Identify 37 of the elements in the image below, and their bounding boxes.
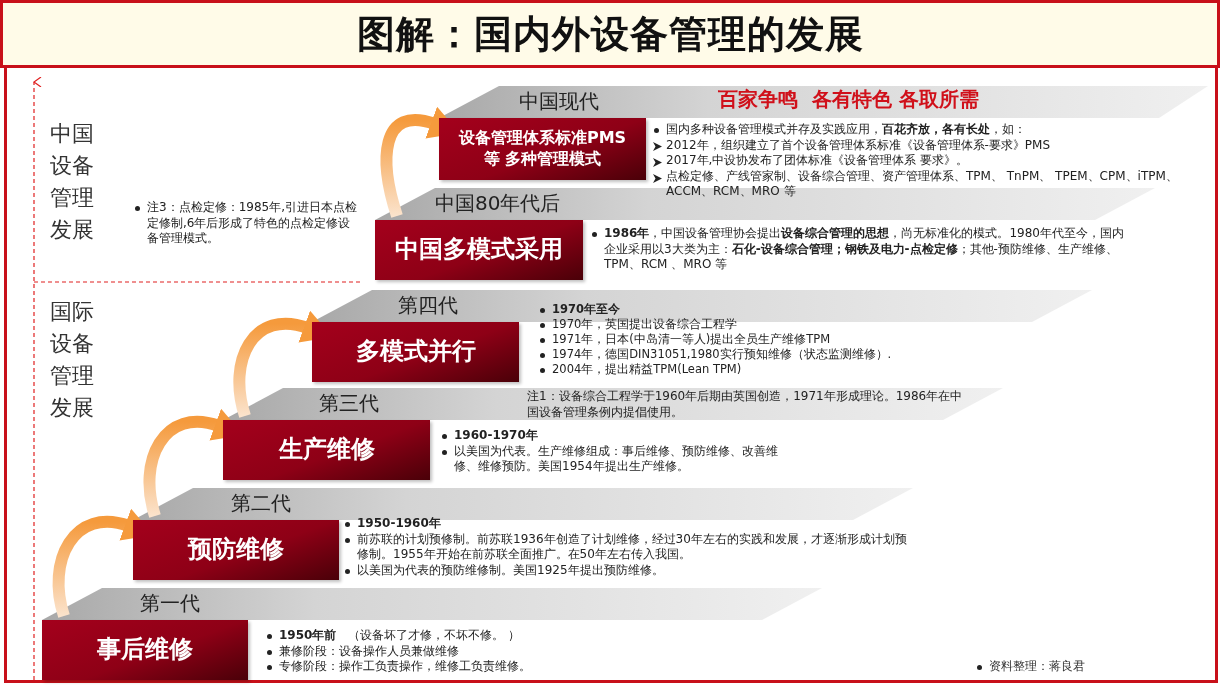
step-box: 设备管理体系标准PMS 等 多种管理模式 [439,118,646,180]
bullet-text: 兼修阶段：设备操作人员兼做维修 [279,643,459,658]
step-box: 生产维修 [223,420,430,480]
bullet-text: 点检定修、产线管家制、设备综合管理、资产管理体系、TPM、 TnPM、 TPEM、CPM、iTPM、ACCM、RCM、MRO 等 [666,168,1178,199]
bullet-text: 以美国为代表的预防维修制。美国1925年提出预防维修。 [357,562,664,577]
bullet-text: 前苏联的计划预修制。前苏联1936年创造了计划维修，经过30年左右的实践和发展，才逐渐形成计划预修制。1955年开始在前苏联全面推广。在50年左右传入我国。 [357,531,907,562]
bullet-text: 2004年，提出精益TPM(Lean TPM) [552,361,742,376]
bullet-text: 1950年前 （设备坏了才修，不坏不修。 ） [279,628,521,642]
slogan: 百家争鸣 各有特色 各取所需 [718,86,980,113]
bullet-text: 2012年，组织建立了首个设备管理体系标准《设备管理体系-要求》PMS [666,137,1051,152]
note-text: 注1：设备综合工程学于1960年后期由英国创造，1971年形成理论。1986年在中国设备管理条例内提倡使用。 [527,388,964,421]
bullet-text: 2017年,中设协发布了团体标准《设备管理体系 要求》。 [666,153,969,168]
bullet-text: 1970年，英国提出设备综合工程学 [552,316,738,331]
step-box: 多模式并行 [312,322,519,382]
step-heading: 第二代 [231,490,291,517]
bullet-text: 1950-1960年 [357,516,441,530]
side-label: 中国设备管理发展 [50,120,94,244]
step-heading: 第三代 [319,390,379,417]
bullet-text: 国内多种设备管理模式并存及实践应用，百花齐放，各有长处，如： [666,122,1026,136]
step-box: 预防维修 [133,520,339,580]
bullet-text: 1974年，德国DIN31051,1980实行预知维修（状态监测维修）. [552,346,892,361]
side-label: 国际设备管理发展 [50,298,94,422]
bullet-text: 1960-1970年 [454,428,538,442]
step-box: 事后维修 [42,620,248,680]
step-box: 中国多模式采用 [375,220,583,280]
title: 图解：国内外设备管理的发展 [356,10,864,58]
step-heading: 中国80年代后 [435,190,561,217]
step-heading: 第一代 [140,590,200,617]
note-text: 资料整理：蒋良君 [989,659,1085,673]
step-heading: 中国现代 [519,88,599,115]
bullet-text: 以美国为代表。生产维修组成：事后维修、预防维修、改善维修、维修预防。美国1954年提出生产维修。 [454,443,778,474]
bullet-text: 专修阶段：操作工负责操作，维修工负责维修。 [279,659,531,674]
note-text: 注3：点检定修：1985年,引进日本点检定修制,6年后形成了特色的点检定修设备管理模式。 [147,200,357,246]
step-heading: 第四代 [398,292,458,319]
bullet-text: 1970年至今 [552,302,620,316]
bullet-text: 1986年，中国设备管理协会提出设备综合管理的思想，尚无标准化的模式。1980年代至今，国内企业采用以3大类为主：石化-设备综合管理；钢铁及电力-点检定修；其他-预防维修、生产维修、TPM、RCM 、MRO 等 [604,226,1124,272]
bullet-text: 1971年，日本(中岛清一等人)提出全员生产维修TPM [552,331,831,346]
